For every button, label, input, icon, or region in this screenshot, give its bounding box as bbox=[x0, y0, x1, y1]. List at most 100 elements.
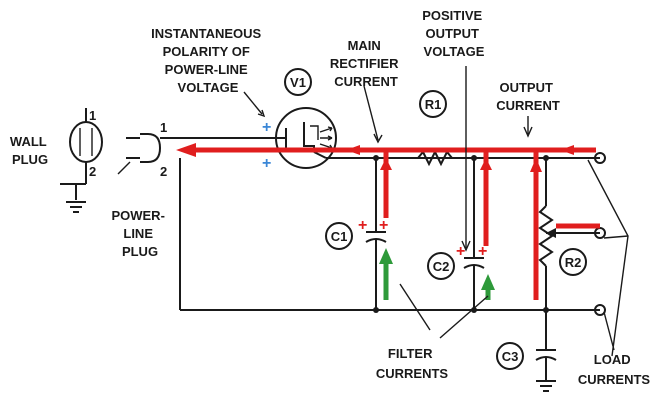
c2-filter-arrow bbox=[481, 274, 495, 290]
r1-label: R1 bbox=[425, 97, 442, 112]
wall-plug-line-1: WALL bbox=[10, 134, 47, 149]
main-rectifier-line-2: RECTIFIER bbox=[330, 56, 399, 71]
junction-r2-bottom bbox=[543, 307, 549, 313]
r2-resistor-symbol bbox=[538, 205, 554, 267]
output-current-line-2: CURRENT bbox=[496, 98, 560, 113]
tube-emission-arrows bbox=[327, 126, 333, 150]
c2-charge-arrow bbox=[480, 158, 492, 170]
positive-output-line-3: VOLTAGE bbox=[424, 44, 485, 59]
v1-label-circle bbox=[284, 68, 312, 96]
tube-emission-lines bbox=[319, 127, 333, 149]
c3-plate-bottom bbox=[535, 356, 557, 361]
c1-label-circle bbox=[325, 222, 353, 250]
instantaneous-polarity-line-2: POLARITY OF bbox=[163, 44, 250, 59]
c1-charge-arrow bbox=[380, 158, 392, 170]
tube-cathode-lead bbox=[313, 151, 327, 159]
polarity-leader-arrowhead bbox=[257, 109, 266, 118]
load-current-arrow bbox=[530, 158, 542, 172]
plug-leader bbox=[117, 161, 131, 175]
junction-c2-top bbox=[471, 155, 477, 161]
tube-v1-symbol bbox=[275, 107, 337, 169]
tube-plate-polarity-plus: + bbox=[262, 119, 271, 136]
wall-plug-label: WALL PLUG bbox=[10, 134, 50, 167]
c2-plus-right: + bbox=[478, 243, 487, 260]
rectifier-leader bbox=[363, 85, 379, 141]
filter-leader-left bbox=[399, 283, 431, 331]
load-currents-line-1: LOAD bbox=[594, 352, 631, 367]
rectifier-leader-arrowhead bbox=[373, 133, 383, 144]
c1-filter-arrow bbox=[379, 248, 393, 264]
main-current-paths bbox=[176, 143, 600, 300]
circuit-wiring bbox=[60, 108, 606, 392]
output-terminal-top bbox=[594, 152, 606, 164]
wall-pin-1-number: 1 bbox=[89, 108, 96, 123]
annotation-leaders bbox=[117, 66, 629, 357]
component-labels: V1 R1 C1 C2 R2 C3 bbox=[284, 68, 587, 370]
instantaneous-polarity-label: INSTANTANEOUS POLARITY OF POWER-LINE VOL… bbox=[151, 26, 265, 95]
c3-label: C3 bbox=[502, 349, 519, 364]
main-current-arrow-left bbox=[176, 143, 196, 157]
output-current-arrow bbox=[560, 145, 574, 155]
instantaneous-polarity-line-1: INSTANTANEOUS bbox=[151, 26, 261, 41]
c2-plate-bottom bbox=[463, 264, 485, 269]
c2-label-circle bbox=[427, 252, 455, 280]
filter-leader-right bbox=[439, 295, 489, 339]
junction-c1-top bbox=[373, 155, 379, 161]
power-line-plug-line-1: POWER- bbox=[111, 208, 164, 223]
junction-r2-top bbox=[543, 155, 549, 161]
polarity-markers: + + + + + + bbox=[262, 119, 487, 260]
wall-pin-2-number: 2 bbox=[89, 164, 96, 179]
c3-label-circle bbox=[496, 342, 524, 370]
power-line-plug-line-3: PLUG bbox=[122, 244, 158, 259]
wall-outlet-symbol bbox=[69, 121, 103, 163]
main-current-arrow-mid bbox=[346, 145, 360, 155]
filter-current-paths bbox=[379, 248, 495, 300]
output-current-arrowhead bbox=[523, 126, 533, 138]
v1-label: V1 bbox=[290, 75, 306, 90]
filter-currents-line-1: FILTER bbox=[388, 346, 433, 361]
main-rectifier-current-label: MAIN RECTIFIER CURRENT bbox=[330, 38, 402, 89]
main-rectifier-line-1: MAIN bbox=[348, 38, 381, 53]
pin-numbers: 1 2 1 2 bbox=[89, 108, 167, 179]
c1-plus-right: + bbox=[379, 217, 388, 234]
tube-envelope bbox=[275, 107, 337, 169]
power-line-plug-label: POWER- LINE PLUG bbox=[111, 208, 168, 259]
power-line-plug-body bbox=[140, 133, 162, 163]
plug-pin-1-number: 1 bbox=[160, 120, 167, 135]
c1-label: C1 bbox=[331, 229, 348, 244]
load-currents-line-2: CURRENTS bbox=[578, 372, 651, 387]
c1-plate-bottom bbox=[365, 238, 387, 243]
r2-label-circle bbox=[559, 248, 587, 276]
r2-label: R2 bbox=[565, 255, 582, 270]
c2-plus-left: + bbox=[456, 243, 465, 260]
main-rectifier-line-3: CURRENT bbox=[334, 74, 398, 89]
load-currents-label: LOAD CURRENTS bbox=[578, 352, 651, 387]
instantaneous-polarity-line-3: POWER-LINE bbox=[165, 62, 248, 77]
positive-voltage-arrowhead bbox=[461, 240, 471, 252]
tube-return-polarity-plus: + bbox=[262, 155, 271, 172]
junction-c1-bottom bbox=[373, 307, 379, 313]
positive-output-voltage-label: POSITIVE OUTPUT VOLTAGE bbox=[422, 8, 486, 59]
wall-plug-line-2: PLUG bbox=[12, 152, 48, 167]
text-annotations: INSTANTANEOUS POLARITY OF POWER-LINE VOL… bbox=[10, 8, 651, 387]
polarity-leader bbox=[243, 91, 263, 115]
c1-plus-left: + bbox=[358, 217, 367, 234]
plug-pin-2-number: 2 bbox=[160, 164, 167, 179]
filter-currents-label: FILTER CURRENTS bbox=[376, 346, 449, 381]
load-leader-bottom bbox=[603, 311, 615, 351]
filter-currents-line-2: CURRENTS bbox=[376, 366, 449, 381]
instantaneous-polarity-line-4: VOLTAGE bbox=[178, 80, 239, 95]
load-leader-middle bbox=[603, 235, 629, 239]
output-terminal-bottom bbox=[594, 304, 606, 316]
c2-label: C2 bbox=[433, 259, 450, 274]
junction-c2-bottom bbox=[471, 307, 477, 313]
positive-output-line-2: OUTPUT bbox=[425, 26, 479, 41]
positive-output-line-1: POSITIVE bbox=[422, 8, 482, 23]
r1-label-circle bbox=[419, 90, 447, 118]
power-line-plug-line-2: LINE bbox=[123, 226, 153, 241]
output-current-line-1: OUTPUT bbox=[499, 80, 553, 95]
tube-heater bbox=[310, 125, 319, 140]
output-current-label: OUTPUT CURRENT bbox=[496, 80, 560, 113]
